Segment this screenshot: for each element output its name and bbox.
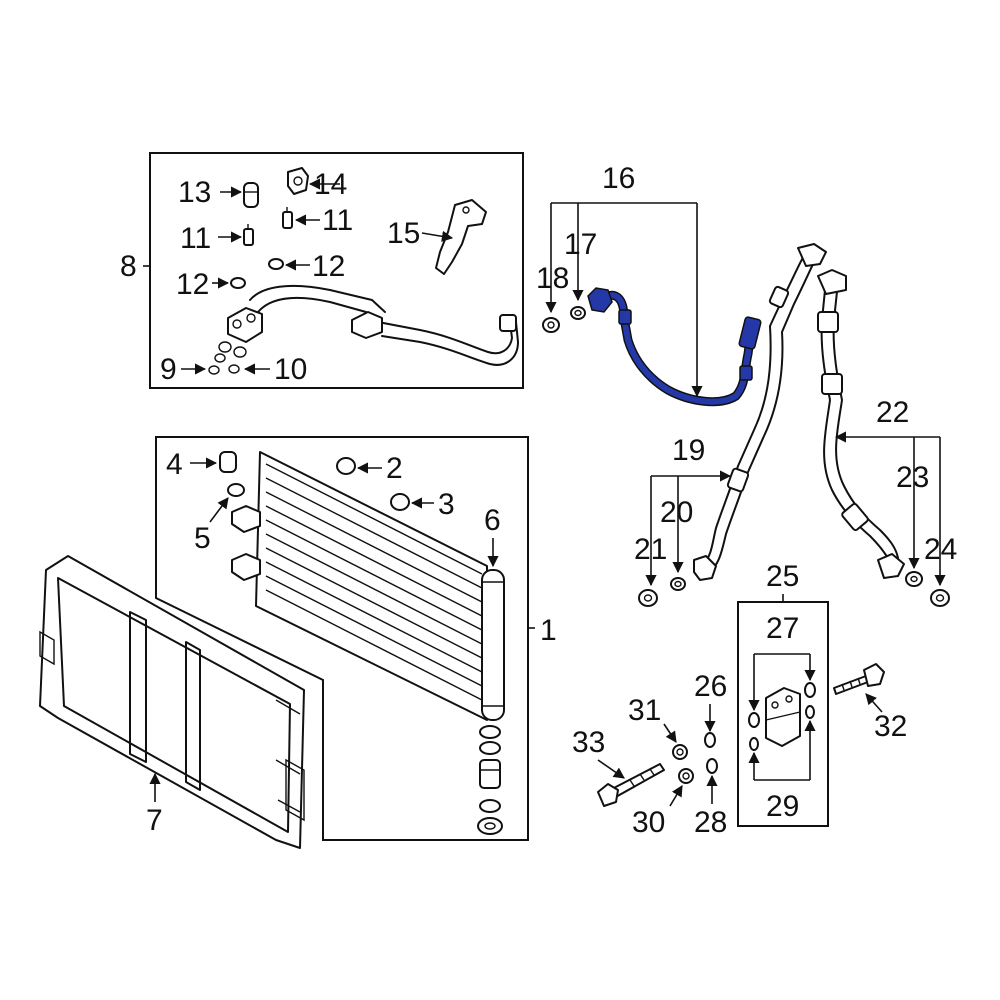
- part-27-o-ring-right[interactable]: [804, 682, 816, 698]
- callout-28: 28: [694, 806, 727, 839]
- group-box-1: [155, 436, 529, 841]
- callout-1: 1: [540, 614, 557, 647]
- callout-29: 29: [766, 790, 799, 823]
- callout-12-left: 12: [176, 268, 209, 301]
- callout-16: 16: [602, 162, 635, 195]
- part-15-bracket[interactable]: [435, 199, 487, 275]
- callout-25: 25: [766, 560, 799, 593]
- part-12-o-ring-right[interactable]: [268, 258, 284, 270]
- callout-3: 3: [438, 488, 455, 521]
- callout-2: 2: [386, 452, 403, 485]
- part-14-sensor[interactable]: [287, 167, 309, 195]
- callout-6: 6: [484, 504, 501, 537]
- part-7-radiator-support[interactable]: [39, 555, 305, 849]
- hose-16-end-block: [738, 316, 762, 350]
- callout-8: 8: [120, 250, 137, 283]
- callout-11-right: 11: [322, 204, 353, 237]
- part-24-seal[interactable]: [930, 589, 950, 607]
- callout-19: 19: [672, 434, 705, 467]
- drier-plug-and-seals[interactable]: [477, 725, 503, 835]
- part-6-receiver-drier[interactable]: [481, 569, 505, 721]
- callout-4: 4: [166, 448, 183, 481]
- part-25-expansion-valve[interactable]: [765, 687, 801, 747]
- callout-12-right: 12: [312, 250, 345, 283]
- callout-32: 32: [874, 710, 907, 743]
- callout-5: 5: [194, 522, 211, 555]
- callout-26: 26: [694, 670, 727, 703]
- part-19-ac-line[interactable]: [693, 243, 827, 581]
- callout-24: 24: [924, 533, 957, 566]
- callout-10: 10: [274, 353, 307, 386]
- callout-15: 15: [387, 217, 420, 250]
- callout-27: 27: [766, 612, 799, 645]
- part-20-o-ring[interactable]: [670, 577, 686, 591]
- hose-16-crimp: [618, 309, 632, 325]
- callout-11-left: 11: [180, 222, 211, 255]
- part-4-cap[interactable]: [219, 451, 237, 473]
- part-31-seal[interactable]: [672, 744, 688, 760]
- part-11-valve-core-left[interactable]: [243, 224, 254, 246]
- part-11-valve-core-right[interactable]: [282, 207, 293, 229]
- part-18-seal[interactable]: [542, 317, 560, 333]
- part-22-ac-hose[interactable]: [817, 269, 905, 579]
- callout-33: 33: [572, 726, 605, 759]
- hose-16-body: [597, 292, 755, 405]
- part-3-seal[interactable]: [390, 493, 410, 511]
- part-1-condenser[interactable]: [231, 451, 488, 721]
- callout-17: 17: [564, 228, 597, 261]
- hose-16-fitting: [587, 287, 613, 313]
- part-30-seal[interactable]: [678, 768, 694, 784]
- callout-31: 31: [628, 694, 661, 727]
- callout-18: 18: [536, 262, 569, 295]
- part-28-o-ring[interactable]: [706, 758, 718, 774]
- callout-20: 20: [660, 496, 693, 529]
- liquid-line-assembly[interactable]: [208, 284, 519, 375]
- part-12-o-ring-left[interactable]: [230, 277, 246, 289]
- callout-23: 23: [896, 461, 929, 494]
- part-13-pressure-switch[interactable]: [243, 182, 259, 208]
- part-32-bolt[interactable]: [833, 663, 885, 695]
- callout-22: 22: [876, 396, 909, 429]
- callout-7: 7: [146, 804, 163, 837]
- part-29-o-ring-left[interactable]: [749, 737, 759, 751]
- callout-30: 30: [632, 806, 665, 839]
- part-21-seal[interactable]: [638, 589, 658, 607]
- part-33-bolt[interactable]: [597, 763, 665, 807]
- callout-21: 21: [634, 533, 667, 566]
- part-16-ac-hose-highlighted[interactable]: [587, 287, 762, 407]
- part-23-o-ring[interactable]: [905, 571, 923, 587]
- part-2-seal[interactable]: [336, 457, 356, 475]
- group-box-8: [149, 152, 524, 389]
- part-26-o-ring[interactable]: [704, 732, 716, 748]
- part-29-o-ring-right[interactable]: [805, 705, 815, 719]
- callout-13: 13: [178, 176, 211, 209]
- part-27-o-ring-left[interactable]: [748, 712, 760, 728]
- callout-9: 9: [160, 353, 177, 386]
- part-5-o-ring[interactable]: [227, 483, 245, 497]
- hose-16-crimp-2: [739, 365, 753, 381]
- part-17-o-ring[interactable]: [570, 306, 586, 320]
